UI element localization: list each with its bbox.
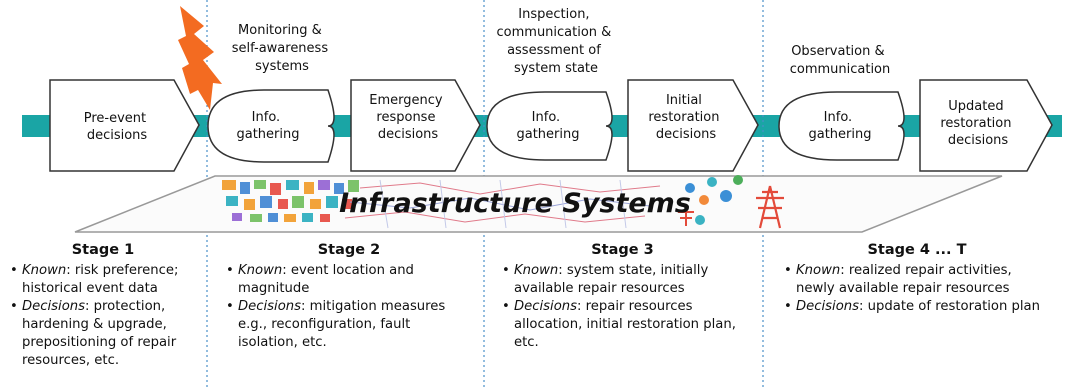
info-3-line-2: gathering — [808, 127, 871, 142]
stage-3-decisions: Decisions: repair resources allocation, … — [502, 298, 745, 352]
caption-observation: Observation & communication — [790, 44, 891, 77]
updated-line-3: decisions — [948, 133, 1009, 148]
svg-text:Info. gathering: Info. gathering — [516, 110, 579, 142]
info-2-line-2: gathering — [516, 127, 579, 142]
initial-restoration-decisions-box: Initial restoration decisions — [627, 79, 759, 172]
stage-2-known-text: : event location and magnitude — [238, 263, 414, 296]
band-title: Infrastructure Systems — [339, 188, 691, 219]
updated-line-2: restoration — [940, 116, 1011, 131]
monitoring-line-2: self-awareness — [232, 41, 329, 56]
stage-2-known: Known: event location and magnitude — [226, 262, 474, 298]
caption-monitoring: Monitoring & self-awareness systems — [232, 23, 333, 74]
stage-2-decisions: Decisions: mitigation measures e.g., rec… — [226, 298, 474, 352]
caption-inspection: Inspection, communication & assessment o… — [497, 7, 616, 76]
power-tower-icon — [678, 175, 784, 229]
svg-text:Updated restoration: Updated restoration decisions — [940, 99, 1015, 148]
pre-event-decisions-box: Pre-event decisions — [49, 79, 200, 172]
stage-3-known-text: : system state, initially available repa… — [514, 263, 709, 296]
stage-1-title: Stage 1 — [71, 242, 135, 258]
svg-text:Emergency response: Emergency response decisions — [369, 93, 446, 142]
inspection-line-1: Inspection, — [518, 7, 589, 22]
info-1-line-1: Info. — [252, 110, 281, 125]
stage-2-title: Stage 2 — [317, 242, 381, 258]
emergency-line-3: decisions — [378, 127, 439, 142]
stage-3-panel: Stage 3 Known: system state, initially a… — [500, 241, 745, 352]
svg-text:Initial restoration: Initial restoration decisions — [648, 93, 723, 142]
stage-4-known-text: : realized repair activities, newly avai… — [796, 263, 1012, 296]
initial-line-2: restoration — [648, 110, 719, 125]
observation-line-2: communication — [790, 62, 891, 77]
stage-1-decisions: Decisions: protection, hardening & upgra… — [10, 298, 198, 370]
svg-text:Pre-event decisions: Pre-event decisions — [84, 111, 151, 143]
info-3-line-1: Info. — [824, 110, 853, 125]
monitoring-line-1: Monitoring & — [238, 23, 322, 38]
emergency-line-1: Emergency — [369, 93, 443, 108]
initial-line-3: decisions — [656, 127, 717, 142]
info-gathering-1: Info. gathering — [207, 89, 335, 163]
grid-network-icon — [344, 179, 661, 229]
stage-1-known: Known: risk preference; historical event… — [10, 262, 198, 298]
stage-1-decisions-text: : protection, hardening & upgrade, prepo… — [22, 299, 177, 368]
stage-3-decisions-label: Decisions — [514, 299, 578, 314]
stage-1-panel: Stage 1 Known: risk preference; historic… — [8, 241, 198, 370]
city-network-icon — [222, 180, 359, 222]
pre-event-line-2: decisions — [87, 128, 148, 143]
stage-3-known: Known: system state, initially available… — [502, 262, 745, 298]
info-2-line-1: Info. — [532, 110, 561, 125]
inspection-line-2: communication & — [497, 25, 612, 40]
stage-3-known-label: Known — [514, 263, 559, 278]
stage-4-title: Stage 4 ... T — [867, 242, 967, 258]
pre-event-line-1: Pre-event — [84, 111, 146, 126]
inspection-line-3: assessment of — [507, 43, 601, 58]
stage-2-known-label: Known — [238, 263, 283, 278]
info-gathering-2: Info. gathering — [486, 91, 613, 161]
stage-4-decisions: Decisions: update of restoration plan — [784, 298, 1052, 316]
inspection-line-4: system state — [514, 61, 598, 76]
observation-line-1: Observation & — [791, 44, 884, 59]
lightning-bolt-icon — [178, 6, 222, 110]
stage-1-known-label: Known — [22, 263, 67, 278]
updated-line-1: Updated — [948, 99, 1003, 114]
stage-2-decisions-text: : mitigation measures e.g., reconfigurat… — [238, 299, 446, 350]
emergency-line-2: response — [376, 110, 435, 125]
svg-text:Info. gathering: Info. gathering — [236, 110, 299, 142]
svg-text:Info. gathering: Info. gathering — [808, 110, 871, 142]
stage-2-decisions-label: Decisions — [238, 299, 302, 314]
stage-4-panel: Stage 4 ... T Known: realized repair act… — [782, 241, 1052, 316]
updated-restoration-decisions-box: Updated restoration decisions — [919, 79, 1053, 172]
stage-3-title: Stage 3 — [591, 242, 654, 258]
stage-4-known-label: Known — [796, 263, 841, 278]
info-gathering-3: Info. gathering — [778, 91, 905, 161]
stage-2-panel: Stage 2 Known: event location and magnit… — [224, 241, 474, 352]
monitoring-line-3: systems — [255, 59, 309, 74]
stage-4-known: Known: realized repair activities, newly… — [784, 262, 1052, 298]
stage-1-decisions-label: Decisions — [22, 299, 86, 314]
stage-3-decisions-text: : repair resources allocation, initial r… — [514, 299, 736, 350]
stage-4-decisions-text: : update of restoration plan — [859, 299, 1040, 314]
stage-1-known-text: : risk preference; historical event data — [22, 263, 179, 296]
info-1-line-2: gathering — [236, 127, 299, 142]
initial-line-1: Initial — [666, 93, 702, 108]
emergency-response-decisions-box: Emergency response decisions — [350, 79, 481, 172]
stage-4-decisions-label: Decisions — [796, 299, 860, 314]
